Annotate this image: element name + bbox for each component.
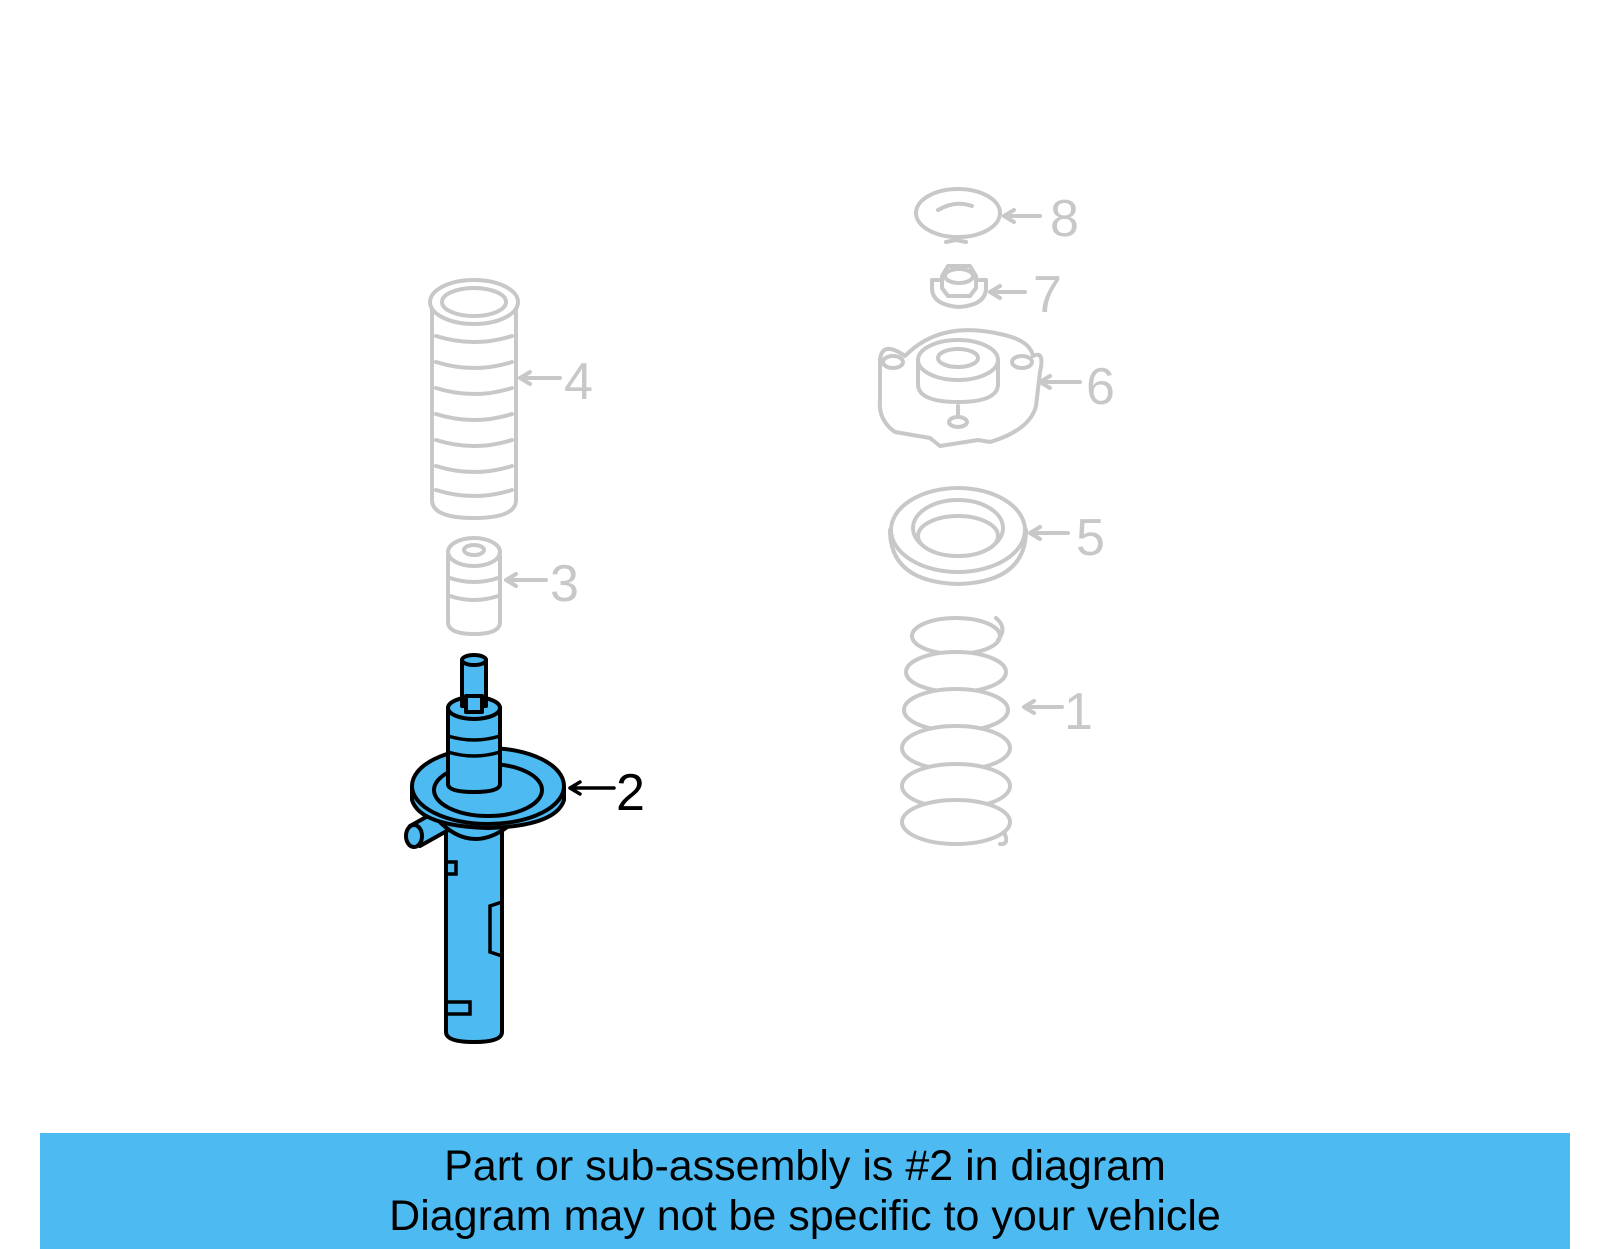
part-2-strut-assembly[interactable]: 2 [404, 653, 645, 1044]
banner-line-part-number: Part or sub-assembly is #2 in diagram [444, 1142, 1166, 1190]
callout-label-4: 4 [564, 353, 593, 411]
callout-label-2: 2 [616, 764, 645, 822]
banner-line-disclaimer: Diagram may not be specific to your vehi… [389, 1192, 1221, 1240]
part-1-coil-spring: 1 [900, 616, 1093, 847]
callout-label-6: 6 [1086, 358, 1115, 416]
callout-label-8: 8 [1050, 190, 1079, 248]
part-6-strut-mount: 6 [877, 328, 1115, 448]
part-4-dust-boot: 4 [428, 278, 593, 520]
callout-label-7: 7 [1033, 266, 1062, 324]
callout-label-3: 3 [550, 555, 579, 613]
part-5-spring-seat: 5 [888, 486, 1105, 586]
part-7-nut: 7 [930, 264, 1062, 324]
callout-label-1: 1 [1064, 683, 1093, 741]
part-3-bump-stop: 3 [446, 536, 579, 636]
callout-label-5: 5 [1076, 509, 1105, 567]
part-8-cap: 8 [914, 187, 1079, 248]
info-banner: Part or sub-assembly is #2 in diagram Di… [40, 1133, 1570, 1249]
